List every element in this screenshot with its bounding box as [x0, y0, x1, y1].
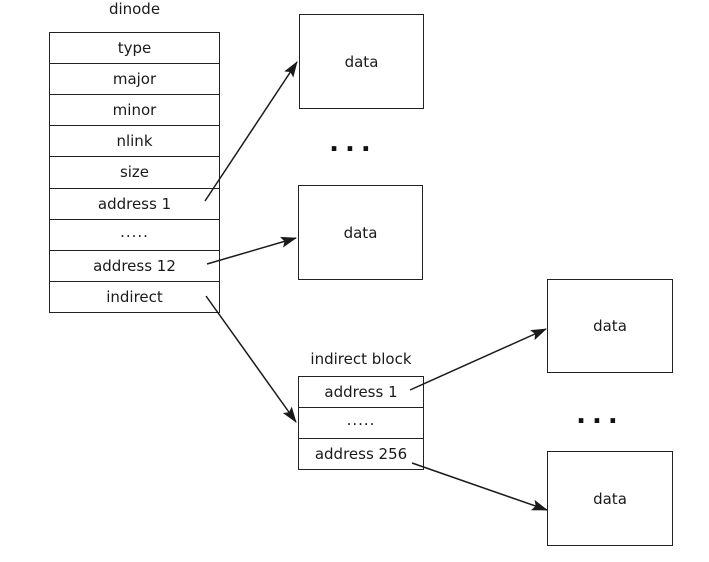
dinode-row-indirect: indirect	[50, 282, 219, 312]
data-box-indirect-top-label: data	[593, 317, 627, 335]
dinode-title: dinode	[108, 0, 161, 18]
dinode-row-major: major	[50, 64, 219, 96]
dinode-row-nlink: nlink	[50, 126, 219, 158]
dinode-row-nlink-label: nlink	[116, 132, 153, 151]
data-box-direct-top-label: data	[344, 52, 379, 71]
indirect-block-table: address 1 ..... address 256	[298, 376, 424, 470]
data-box-indirect-bottom: data	[547, 451, 673, 546]
data-box-indirect-bottom-label: data	[593, 489, 627, 508]
data-box-direct-top: data	[299, 14, 424, 109]
dinode-row-address-1-label: address 1	[97, 194, 172, 213]
dinode-row-major-label: major	[112, 70, 157, 89]
arrow-address12-to-data-bottom	[206, 236, 297, 265]
dinode-row-size: size	[50, 157, 219, 189]
dinode-table: type major minor nlink size address 1 ..…	[49, 32, 220, 313]
ellipsis-indirect: ...	[576, 400, 624, 430]
data-box-direct-bottom-label: data	[343, 223, 378, 242]
dinode-row-address-12-label: address 12	[93, 256, 176, 275]
dinode-row-minor: minor	[50, 95, 219, 127]
dinode-row-indirect-label: indirect	[106, 287, 163, 306]
indirect-row-address-1-label: address 1	[324, 383, 398, 401]
dinode-row-size-label: size	[119, 163, 150, 182]
dinode-row-ellipsis-label: .....	[120, 222, 149, 241]
arrow-ib-address256-to-data-bottom	[411, 462, 548, 511]
data-box-indirect-top: data	[547, 279, 673, 373]
indirect-row-address-256: address 256	[299, 439, 423, 469]
dinode-row-type-label: type	[117, 39, 152, 58]
indirect-row-address-256-label: address 256	[314, 445, 408, 463]
indirect-row-ellipsis: .....	[299, 408, 423, 439]
indirect-row-address-1: address 1	[299, 377, 423, 408]
indirect-block-title: indirect block	[310, 350, 412, 368]
dinode-row-minor-label: minor	[112, 101, 157, 120]
indirect-row-ellipsis-label: .....	[346, 411, 376, 429]
ellipsis-direct: ...	[329, 128, 377, 158]
dinode-row-ellipsis: .....	[50, 220, 219, 251]
dinode-row-type: type	[50, 33, 219, 65]
dinode-row-address-1: address 1	[50, 189, 219, 220]
data-box-direct-bottom: data	[298, 185, 423, 280]
dinode-row-address-12: address 12	[50, 251, 219, 282]
